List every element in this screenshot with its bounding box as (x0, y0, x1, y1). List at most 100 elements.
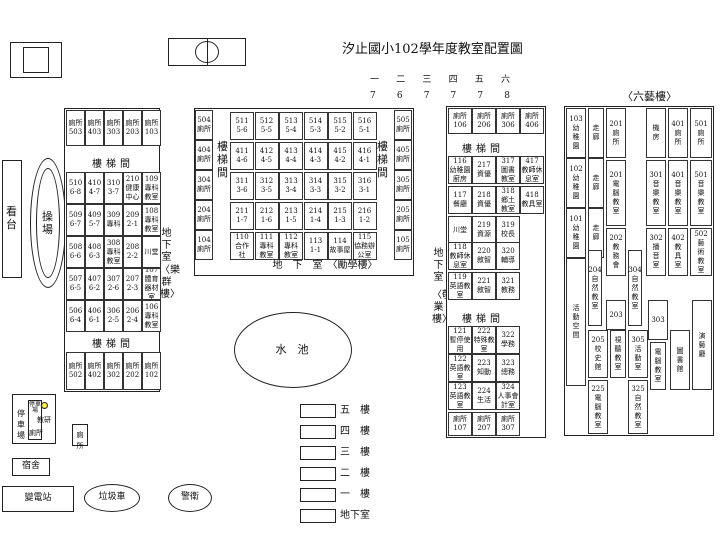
qunlou-room: 208 2-2 (123, 236, 142, 268)
arts-room: 圖 書 館 (670, 330, 690, 390)
grade-count: 7 (477, 91, 484, 101)
jingye-room: 318 鄉土 教室 (496, 186, 520, 214)
qunlou-toilet: 廁所 403 (85, 110, 104, 146)
arts-room: 303 (648, 300, 668, 340)
lixue-toilet-left: 204 廁所 (195, 200, 213, 230)
pool-label: 水 池 (275, 343, 309, 356)
dormitory-label: 宿舍 (21, 461, 40, 471)
jingye-building-label: 〈敬業樓〉 (432, 290, 452, 325)
jingye-room: 321 教務 (496, 272, 520, 300)
arts-room: 402 教 具 室 (668, 228, 688, 276)
jingye-toilet: 廁所 106 (448, 108, 472, 134)
qunlou-toilet: 廁所 303 (104, 110, 123, 146)
grade-label: 二 (396, 75, 406, 85)
arts-room: 205 校 史 館 (588, 330, 608, 378)
jingye-room: 221 敘智 (472, 272, 496, 300)
qunlou-room: 109 專科 教室 (142, 172, 161, 204)
bike-shed-label: 停車場 (17, 409, 25, 440)
lixue-room: 115 協務辦 公室 (352, 232, 377, 260)
jingye-toilet: 廁所 306 (496, 108, 520, 134)
lixue-room: 514 5-3 (303, 112, 328, 140)
arts-room: 301 音 樂 教 室 (646, 160, 666, 226)
lixue-toilet-right: 505 廁所 (394, 110, 412, 140)
arts-room: 501 音 樂 教 室 (690, 160, 712, 226)
legend-swatch (300, 404, 336, 418)
grade-label: 一 (370, 75, 380, 85)
legend-swatch (300, 509, 336, 523)
qunlou-room: 306 2-5 (104, 300, 123, 332)
arts-room: 204 自 然 教 室 (588, 250, 602, 326)
qunlou-toilet: 廁所 203 (123, 110, 142, 146)
qunlou-room: 409 5-7 (85, 204, 104, 236)
qunlou-room: 406 6-1 (85, 300, 104, 332)
arts-room: 325 自 然 教 室 (628, 380, 648, 434)
jingye-toilet: 廁所 107 (448, 412, 472, 436)
lixue-room: 112 專科 教室 (279, 232, 303, 260)
jingye-room: 217 資優 (472, 156, 496, 184)
legend-swatch (300, 446, 336, 460)
lixue-room: 414 4-3 (303, 142, 328, 170)
qunlou-building-label: 〈樂群樓〉 (160, 265, 180, 300)
arts-room: 電 腦 教 室 (650, 342, 666, 390)
qunlou-stairs-bottom: 樓梯間 (92, 339, 134, 350)
arts-room: 502 藝 術 教 室 (690, 228, 712, 276)
lixue-room: 313 3-4 (279, 172, 303, 200)
jingye-toilet: 廁所 206 (472, 108, 496, 134)
jingye-room: 418 教具室 (520, 186, 544, 214)
lixue-room: 215 1-3 (328, 202, 352, 230)
lixue-room: 512 5-5 (254, 112, 279, 140)
lixue-toilet-right: 305 廁所 (394, 170, 412, 200)
legend-label: 五 樓 (340, 405, 370, 416)
garbage-truck-label: 垃圾車 (98, 492, 126, 502)
qunlou-stairs-top: 樓梯間 (92, 159, 134, 170)
jingye-room: 219 資源 (472, 216, 496, 244)
jingye-room: 324 人事會 計室 (496, 382, 520, 410)
right-small-toilet-label: 廁 所 (76, 431, 84, 450)
lixue-room: 416 4-1 (352, 142, 377, 170)
qunlou-room: 108 專科 教室 (142, 204, 161, 236)
qunlou-room: 107 體育 器材室 (142, 268, 161, 300)
grade-label: 五 (474, 75, 484, 85)
lixue-room: 111 專科 教室 (254, 232, 279, 260)
qunlou-room: 508 6-6 (66, 236, 85, 268)
lixue-room: 513 5-4 (279, 112, 303, 140)
guard-label: 警衛 (180, 492, 199, 502)
grade-count: 7 (370, 91, 376, 101)
lixue-room: 113 1-1 (303, 232, 328, 260)
arts-kindergarten: 103 幼 稚 園 (566, 108, 586, 158)
toilet-small-label: 廁所 (29, 429, 43, 437)
jingye-stairs-bottom: 樓梯間 (462, 314, 504, 325)
grade-count: 6 (396, 91, 403, 101)
jingye-room: 218 資優 (472, 186, 496, 214)
lixue-room: 413 4-4 (279, 142, 303, 170)
qunlou-toilet: 廁所 103 (142, 110, 161, 146)
lixue-room: 110 合作 社 (230, 232, 254, 260)
qunlou-toilet: 廁所 302 (104, 352, 123, 390)
arts-walkway: 走 廊 (588, 158, 604, 208)
jingye-room: 川堂 (448, 216, 472, 244)
arts-room: 202 教 務 會 (606, 228, 626, 276)
lixue-toilet-right: 105 廁所 (394, 230, 412, 260)
qunlou-room: 308 專科 教室 (104, 236, 123, 268)
lixue-toilet-right: 205 廁所 (394, 200, 412, 230)
grade-label: 三 (422, 75, 432, 85)
playground-label: 操場 (42, 210, 53, 236)
qunlou-room: 307 2-6 (104, 268, 123, 300)
qunlou-toilet: 廁所 102 (142, 352, 161, 390)
qunlou-room: 川堂 (142, 236, 161, 268)
jingye-room: 116 幼稚園 廚房 (448, 156, 472, 184)
jingye-room: 119 英語教 室 (448, 272, 472, 300)
qunlou-room: 207 2-3 (123, 268, 142, 300)
lixue-room: 515 5-2 (328, 112, 352, 140)
qunlou-room: 407 6-2 (85, 268, 104, 300)
qunlou-room: 209 2-1 (123, 204, 142, 236)
jingye-stairs-top: 樓梯間 (462, 144, 504, 155)
arts-building-title: 〈六藝樓〉 (622, 90, 677, 103)
lixue-toilet-left: 304 廁所 (195, 170, 213, 200)
qunlou-room: 310 3-7 (104, 172, 123, 204)
jingye-room: 323 總務 (496, 354, 520, 382)
qunlou-room: 510 6-8 (66, 172, 85, 204)
garbage-truck-area (84, 484, 140, 512)
